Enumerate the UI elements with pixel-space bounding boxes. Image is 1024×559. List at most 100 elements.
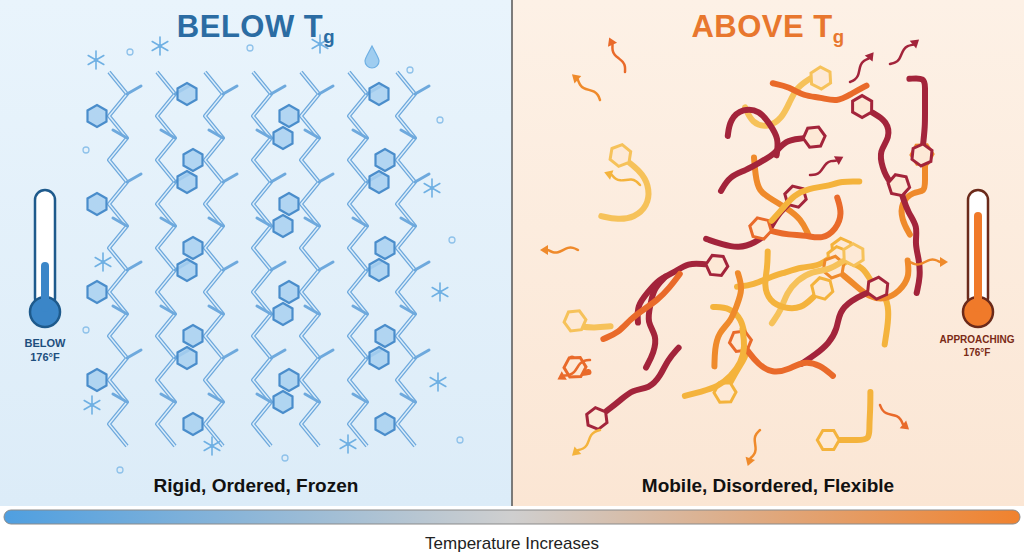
side-branch <box>223 350 237 358</box>
side-branch <box>319 86 333 94</box>
ice-dot <box>407 67 413 73</box>
snowflake <box>424 179 440 197</box>
benzene-ring <box>178 171 197 193</box>
thermometer-icon <box>30 190 993 327</box>
benzene-ring <box>587 408 607 430</box>
ice-dot <box>117 467 123 473</box>
polymer-chain <box>157 72 175 446</box>
side-branch <box>257 218 271 226</box>
benzene-ring <box>274 303 293 325</box>
snowflake <box>95 258 111 267</box>
ice-dot <box>83 327 89 333</box>
panel-heading: BELOW Tg <box>177 8 335 48</box>
snowflake <box>430 373 446 391</box>
arrow-head <box>910 40 919 49</box>
snowflake <box>94 58 98 62</box>
state-caption: Rigid, Ordered, Frozen <box>154 475 359 498</box>
arrow-head <box>746 457 755 466</box>
mobile-chain <box>606 348 678 412</box>
benzene-ring <box>370 83 389 105</box>
ice-dot <box>282 455 288 461</box>
side-branch <box>161 218 175 226</box>
snowflake <box>432 283 448 301</box>
snowflake <box>432 288 448 297</box>
side-branch <box>353 130 367 138</box>
motion-arrow <box>612 175 640 185</box>
snowflake <box>84 401 100 410</box>
mobile-chain <box>834 392 870 440</box>
side-branch <box>161 394 175 402</box>
thermometer-label: APPROACHING 176°F <box>934 333 1020 359</box>
benzene-ring <box>280 193 299 215</box>
side-branch <box>223 174 237 182</box>
state-caption: Mobile, Disordered, Flexible <box>642 475 894 498</box>
benzene-ring <box>817 430 839 449</box>
thermometer-label: BELOW 176°F <box>15 336 75 365</box>
benzene-ring <box>178 347 197 369</box>
snowflake <box>152 42 168 51</box>
motion-arrow <box>810 161 836 175</box>
snowflake <box>340 440 356 449</box>
thermometer-icon <box>963 190 993 327</box>
benzene-ring <box>184 325 203 347</box>
benzene-ring <box>88 281 107 303</box>
thermometer-icon <box>30 190 60 327</box>
benzene-ring <box>853 96 872 118</box>
side-branch <box>127 262 141 270</box>
mobile-chain <box>601 163 648 219</box>
benzene-ring <box>88 193 107 215</box>
warm-background <box>512 0 1024 506</box>
side-branch <box>271 174 285 182</box>
polymer-chain <box>349 72 367 446</box>
polymer-chain <box>301 72 319 446</box>
snowflake <box>340 435 356 453</box>
benzene-ring <box>706 255 728 275</box>
polymer-chain <box>253 72 271 446</box>
mobile-chain <box>765 251 813 308</box>
mobile-chain <box>772 198 840 238</box>
arrow-head <box>572 447 581 456</box>
snowflake <box>204 442 220 451</box>
side-branch <box>113 130 127 138</box>
ice-dot <box>457 437 463 443</box>
snowflake <box>84 401 100 410</box>
side-branch <box>113 306 127 314</box>
arrow-head <box>604 170 613 179</box>
snowflake <box>430 378 446 387</box>
mobile-chain <box>772 261 843 323</box>
polymer-chain <box>349 72 367 446</box>
polymer-chain <box>109 72 127 446</box>
snowflake <box>88 56 104 65</box>
side-branch <box>161 130 175 138</box>
ice-dot <box>127 49 133 55</box>
side-branch <box>271 262 285 270</box>
snowflake <box>152 42 168 51</box>
cold-background <box>0 0 512 506</box>
arrow-head <box>834 156 843 165</box>
snowflake <box>88 51 104 69</box>
side-branch <box>353 394 367 402</box>
benzene-ring <box>280 369 299 391</box>
benzene-ring <box>280 105 299 127</box>
snowflake <box>152 37 168 55</box>
mobile-chain <box>564 67 933 450</box>
benzene-ring <box>868 277 888 299</box>
mobile-chain <box>909 78 925 143</box>
temperature-panel: BELOW Tg Rigid, Ordered, Frozen <box>0 0 512 506</box>
snowflake <box>438 290 442 294</box>
side-branch <box>113 218 127 226</box>
thermometer-icon <box>974 212 982 312</box>
side-branch <box>257 306 271 314</box>
snowflake <box>83 35 463 473</box>
benzene-ring <box>370 171 389 193</box>
motion-arrow <box>890 45 913 64</box>
temperature-bar <box>4 510 1020 524</box>
mobile-chain <box>773 83 867 100</box>
side-branch <box>113 394 127 402</box>
benzene-ring <box>811 67 831 89</box>
side-branch <box>271 86 285 94</box>
mobile-chain <box>721 138 802 191</box>
side-branch <box>209 130 223 138</box>
snowflake <box>158 44 162 48</box>
